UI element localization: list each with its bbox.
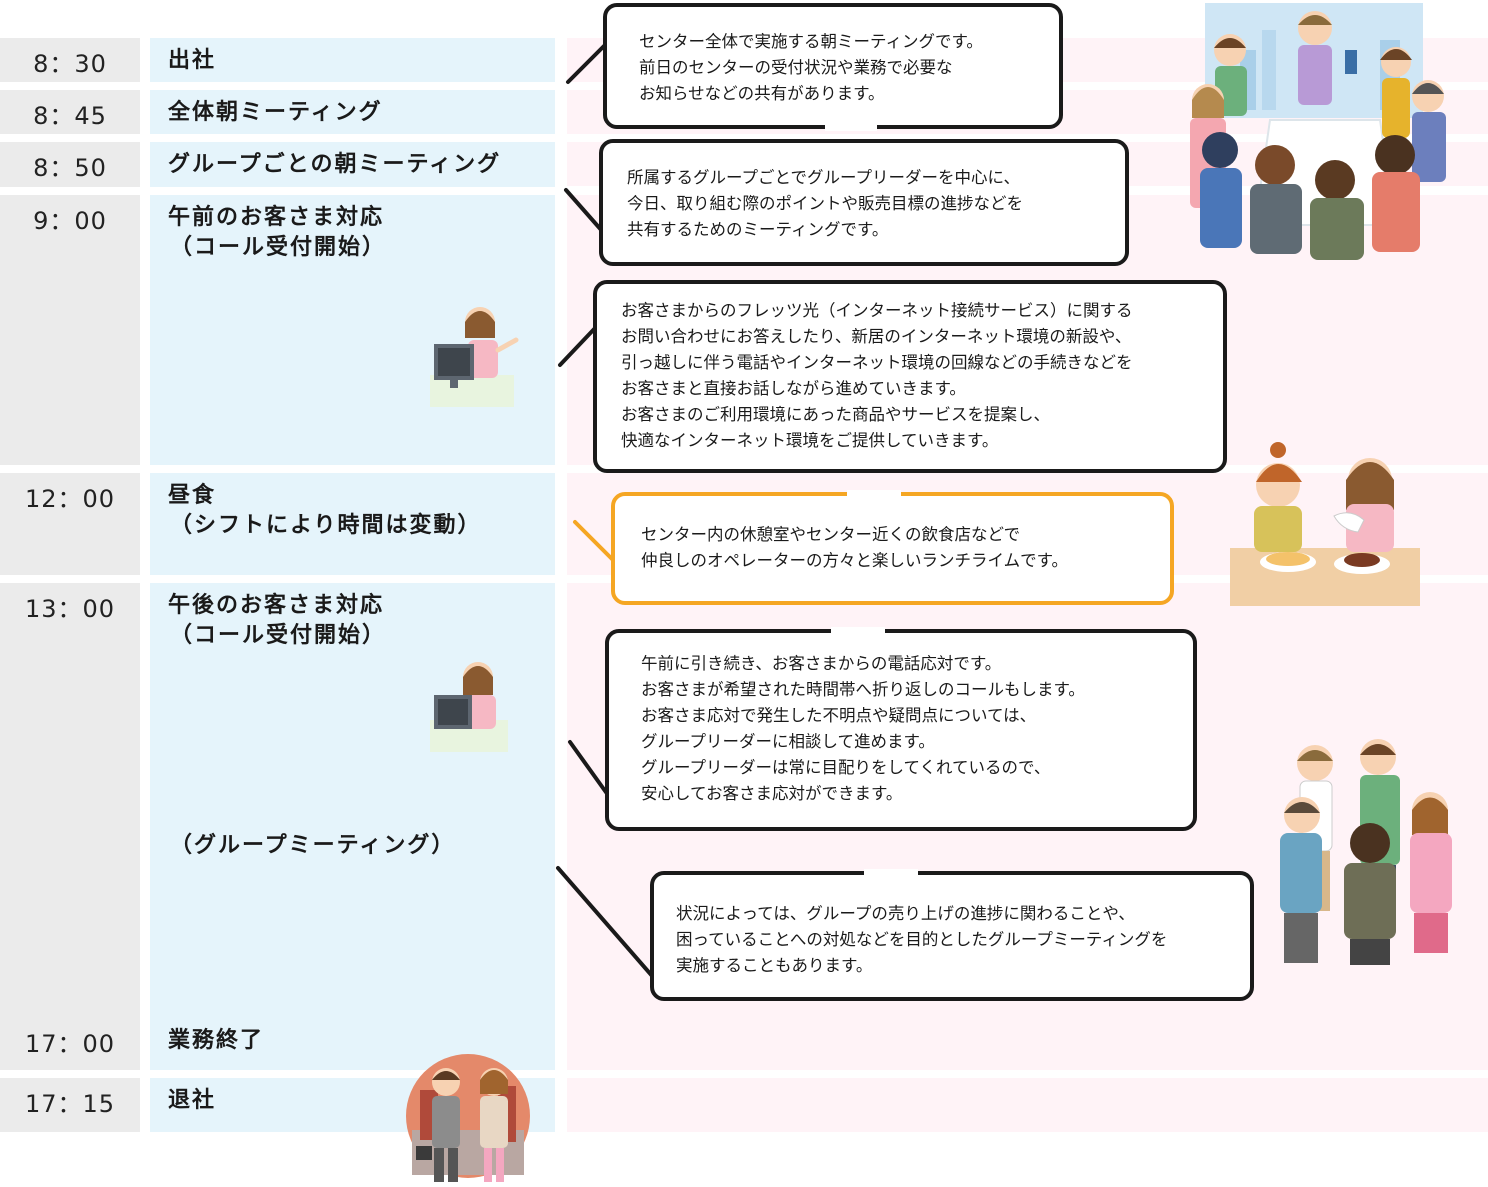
bubble-text-line: 仲良しのオペレーターの方々と楽しいランチライムです。 xyxy=(641,551,1069,570)
bubble-text-line: お客さまのご利用環境にあった商品やサービスを提案し、 xyxy=(621,405,1050,424)
call-operator-illustration-2 xyxy=(430,662,508,752)
event-sublabel: （コール受付開始） xyxy=(170,623,387,648)
bubble-text-line: お問い合わせにお答えしたり、新居のインターネット環境の新設や、 xyxy=(621,327,1132,346)
bubble-text-line: グループリーダーに相談して進めます。 xyxy=(641,732,935,751)
event-label: 昼食 xyxy=(168,483,217,508)
bubble-gap xyxy=(831,627,885,635)
bubble-text-line: 状況によっては、グループの売り上げの進捗に関わることや、 xyxy=(676,904,1135,923)
bubble-text-line: 共有するためのミーティングです。 xyxy=(627,220,889,239)
time-cell: 17：15 xyxy=(0,1078,140,1132)
time-cell: 12：00 xyxy=(0,473,140,575)
bubble-text-line: お客さま応対で発生した不明点や疑問点については、 xyxy=(641,706,1037,725)
bubble-text-line: センター内の休憩室やセンター近くの飲食店などで xyxy=(641,525,1021,544)
event-cell: グループごとの朝ミーティング xyxy=(150,142,555,187)
event-label: 午後のお客さま対応 xyxy=(168,593,385,618)
event-cell: 昼食 （シフトにより時間は変動） xyxy=(150,473,555,575)
bubble-text-line: 困っていることへの対処などを目的としたグループミーティングを xyxy=(676,930,1168,949)
event-sublabel: （シフトにより時間は変動） xyxy=(170,513,482,538)
event-cell: 全体朝ミーティング xyxy=(150,90,555,134)
event-label: 午前のお客さま対応 xyxy=(168,205,385,230)
bubble-text-line: 実施することもあります。 xyxy=(676,956,873,975)
bubble-text-line: 今日、取り組む際のポイントや販売目標の進捗などを xyxy=(627,194,1023,213)
call-operator-illustration xyxy=(430,307,519,407)
event-label: グループごとの朝ミーティング xyxy=(168,152,502,177)
bubble-gap xyxy=(825,123,877,131)
event-sublabel-meeting: （グループミーティング） xyxy=(170,833,456,858)
event-label: 業務終了 xyxy=(168,1028,265,1053)
event-label: 退社 xyxy=(168,1088,217,1113)
bubble-text-line: 所属するグループごとでグループリーダーを中心に、 xyxy=(627,168,1021,187)
time-cell: 8：50 xyxy=(0,142,140,187)
bubble-gap xyxy=(847,490,901,498)
event-cell: 出社 xyxy=(150,38,555,82)
event-label: 全体朝ミーティング xyxy=(168,100,383,125)
bubble-text-line: 午前に引き続き、お客さまからの電話応対です。 xyxy=(641,654,1002,673)
event-label: 出社 xyxy=(168,48,217,73)
bubble-text-line: 引っ越しに伴う電話やインターネット環境の回線などの手続きなどを xyxy=(621,353,1133,372)
bubble-text-line: お知らせなどの共有があります。 xyxy=(639,84,885,103)
bubble-text-line: 安心してお客さま応対ができます。 xyxy=(641,784,903,803)
bubble-text-line: お客さまと直接お話しながら進めていきます。 xyxy=(621,379,966,398)
event-cell: 午後のお客さま対応 （コール受付開始） （グループミーティング） xyxy=(150,583,555,1070)
event-cell: 業務終了 xyxy=(150,1018,555,1070)
lunch-illustration xyxy=(1230,442,1420,606)
team-discussion-illustration xyxy=(1280,739,1452,965)
bubble-text-line: グループリーダーは常に目配りをしてくれているので、 xyxy=(641,758,1051,777)
time-cell: 9：00 xyxy=(0,195,140,465)
bubble-text-line: お客さまが希望された時間帯へ折り返しのコールもします。 xyxy=(641,680,1085,699)
bubble-text-line: センター全体で実施する朝ミーティングです。 xyxy=(639,32,983,51)
speech-bubble-group-meeting-afternoon: 状況によっては、グループの売り上げの進捗に関わることや、 困っていることへの対処… xyxy=(650,869,1254,1001)
meeting-group-illustration xyxy=(1190,3,1446,260)
speech-bubble-afternoon-calls: 午前に引き続き、お客さまからの電話応対です。 お客さまが希望された時間帯へ折り返… xyxy=(605,627,1197,831)
time-cell: 8：45 xyxy=(0,90,140,134)
pink-band-7 xyxy=(567,1078,1488,1132)
bubble-gap xyxy=(864,869,918,877)
bubble-text-line: 前日のセンターの受付状況や業務で必要な xyxy=(639,58,953,77)
event-sublabel: （コール受付開始） xyxy=(170,235,387,260)
commute-home-illustration xyxy=(406,1054,530,1182)
time-cell: 13：00 xyxy=(0,583,140,1070)
speech-bubble-lunch: センター内の休憩室やセンター近くの飲食店などで 仲良しのオペレーターの方々と楽し… xyxy=(611,490,1174,605)
speech-bubble-morning-calls: お客さまからのフレッツ光（インターネット接続サービス）に関する お問い合わせにお… xyxy=(593,280,1227,473)
time-cell: 17：00 xyxy=(0,1018,140,1070)
speech-bubble-group-meeting: 所属するグループごとでグループリーダーを中心に、 今日、取り組む際のポイントや販… xyxy=(599,139,1129,266)
time-cell: 8：30 xyxy=(0,38,140,82)
speech-bubble-morning-meeting: センター全体で実施する朝ミーティングです。 前日のセンターの受付状況や業務で必要… xyxy=(603,3,1063,131)
bubble-text-line: 快適なインターネット環境をご提供していきます。 xyxy=(621,431,999,450)
bubble-text-line: お客さまからのフレッツ光（インターネット接続サービス）に関する xyxy=(621,301,1133,320)
